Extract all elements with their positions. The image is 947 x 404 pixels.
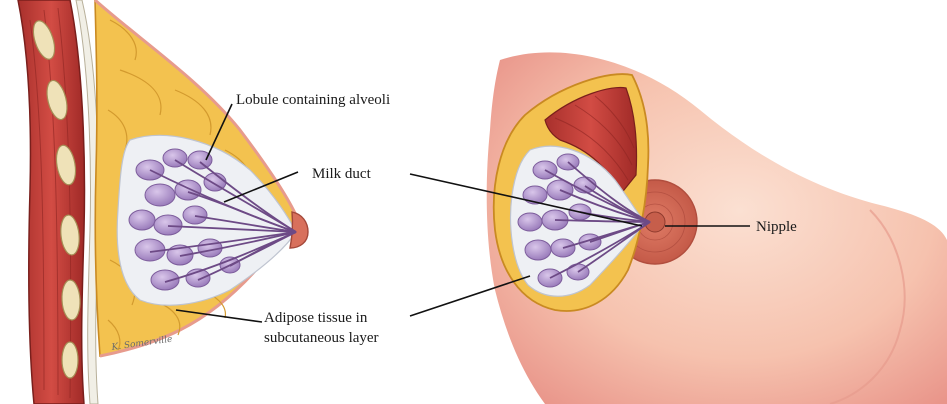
label-milk-duct: Milk duct xyxy=(312,166,372,182)
label-lobule: Lobule containing alveoli xyxy=(236,92,390,108)
chest-wall-muscle xyxy=(18,0,84,404)
label-adipose-line1: Adipose tissue in xyxy=(264,310,368,326)
label-nipple: Nipple xyxy=(756,219,797,235)
anterior-view xyxy=(487,52,947,404)
label-adipose-line2: subcutaneous layer xyxy=(264,330,379,346)
